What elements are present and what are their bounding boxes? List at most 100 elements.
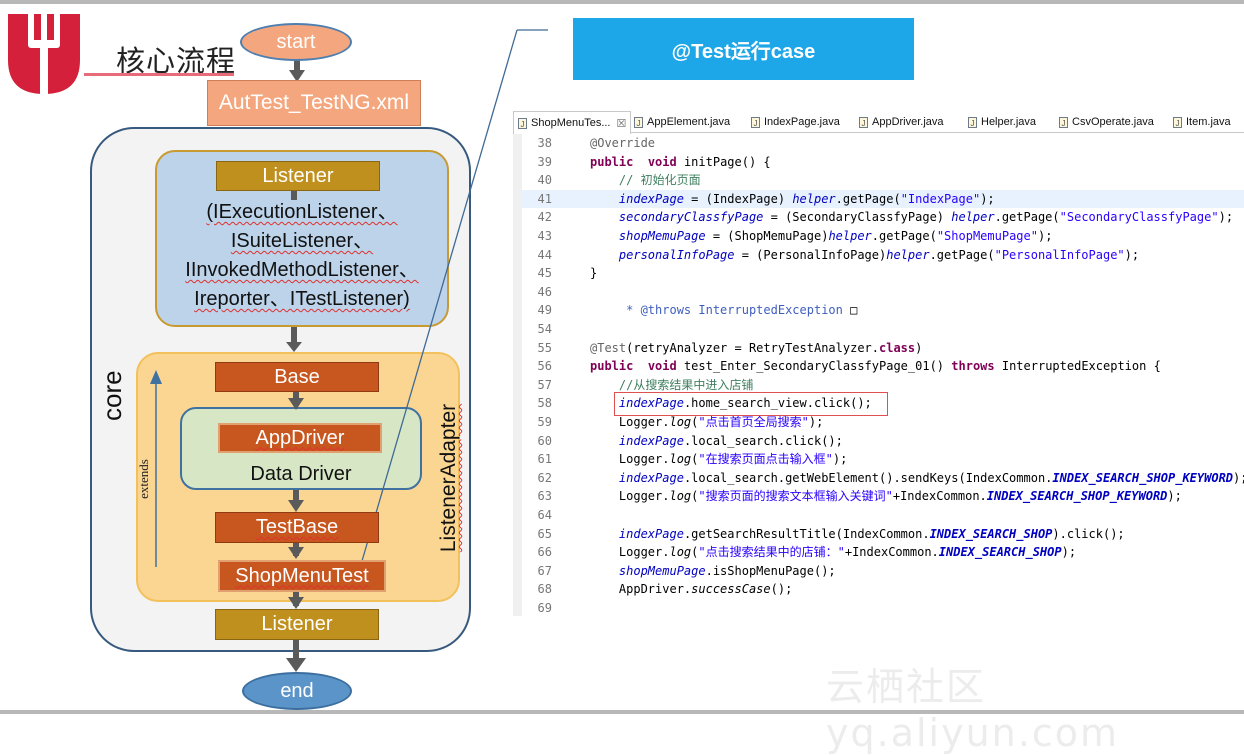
code-line[interactable]: 66 Logger.log("点击搜索结果中的店铺："+IndexCommon.…: [522, 543, 1077, 562]
code-token: [590, 527, 619, 541]
code-token: [590, 229, 619, 243]
listener-line-3: IInvokedMethodListener、: [185, 259, 419, 281]
line-number: 56: [537, 359, 552, 374]
code-token: "在搜索页面点击输入框": [698, 452, 833, 467]
code-token: throws: [951, 359, 995, 374]
code-line[interactable]: 44 personalInfoPage = (PersonalInfoPage)…: [522, 246, 1140, 265]
code-line[interactable]: 63 Logger.log("搜索页面的搜索文本框输入关键词"+IndexCom…: [522, 487, 1182, 506]
code-line[interactable]: 54: [522, 320, 590, 339]
code-line[interactable]: 43 shopMemuPage = (ShopMemuPage)helper.g…: [522, 227, 1053, 246]
code-token: [590, 564, 619, 578]
line-number: 40: [537, 173, 552, 188]
line-number: 67: [537, 563, 552, 578]
code-token: (retryAnalyzer = RetryTestAnalyzer.: [626, 340, 879, 355]
code-line[interactable]: 67 shopMemuPage.isShopMenuPage();: [522, 562, 836, 581]
code-line[interactable]: 64: [522, 506, 590, 525]
code-token: "PersonalInfoPage": [994, 247, 1125, 262]
line-number: 63: [537, 489, 552, 504]
code-token: initPage() {: [676, 154, 771, 169]
code-token: );: [1061, 545, 1077, 560]
code-line[interactable]: 55@Test(retryAnalyzer = RetryTestAnalyze…: [522, 339, 923, 358]
line-number: 64: [537, 508, 552, 522]
code-line[interactable]: 41 indexPage = (IndexPage) helper.getPag…: [522, 189, 1244, 209]
tab-close-icon[interactable]: ☒: [616, 117, 627, 130]
code-token: );: [1037, 229, 1053, 243]
code-token: [590, 303, 626, 317]
java-file-icon: J: [968, 116, 977, 128]
code-token: INDEX_SEARCH_SHOP_KEYWORD: [1052, 470, 1234, 485]
code-token: INDEX_SEARCH_SHOP: [938, 545, 1062, 560]
code-token: helper: [951, 210, 995, 225]
code-token: Logger.: [590, 545, 670, 560]
code-line[interactable]: 59 Logger.log("点击首页全局搜索");: [522, 413, 824, 432]
extends-label: extends: [136, 459, 151, 499]
code-line[interactable]: 38@Override: [522, 134, 655, 153]
code-token: "SecondaryClassfyPage": [1059, 210, 1219, 225]
line-number: 42: [537, 210, 552, 225]
code-token: "点击搜索结果中的店铺：": [698, 545, 845, 560]
code-token: +IndexCommon.: [892, 489, 987, 504]
code-token: );: [808, 415, 824, 429]
code-token: void: [647, 154, 677, 169]
line-number: 59: [537, 415, 552, 429]
code-line[interactable]: 69: [522, 599, 590, 618]
line-number: 45: [537, 266, 552, 281]
code-line[interactable]: 40 // 初始化页面: [522, 171, 701, 190]
code-token: );: [1218, 210, 1234, 225]
listener-line-4: Ireporter、ITestListener): [194, 288, 410, 310]
code-line[interactable]: 45}: [522, 264, 598, 283]
line-number: 58: [537, 396, 552, 411]
line-number: 65: [537, 526, 552, 541]
code-line[interactable]: 61 Logger.log("在搜索页面点击输入框");: [522, 450, 848, 469]
code-token: public: [590, 154, 634, 169]
data-driver-label: Data Driver: [250, 463, 352, 485]
code-token: log: [669, 415, 692, 429]
code-line[interactable]: 62 indexPage.local_search.getWebElement(…: [522, 469, 1244, 488]
line-number: 62: [537, 470, 552, 485]
code-line[interactable]: 58 indexPage.home_search_view.click();: [522, 394, 872, 413]
code-token: indexPage: [618, 396, 684, 411]
code-line[interactable]: 65 indexPage.getSearchResultTitle(IndexC…: [522, 525, 1125, 544]
code-line[interactable]: 68 AppDriver.successCase();: [522, 580, 793, 599]
code-token: [590, 434, 619, 448]
code-token: [590, 210, 619, 224]
code-token: .getPage(: [994, 210, 1060, 225]
shopmenutest-node: ShopMenuTest: [218, 560, 386, 592]
code-token: indexPage: [618, 526, 684, 541]
code-line[interactable]: 39 public void initPage() {: [522, 153, 771, 172]
code-line[interactable]: 42 secondaryClassfyPage = (SecondaryClas…: [522, 208, 1234, 227]
line-number: 46: [537, 284, 552, 299]
line-number: 68: [537, 582, 552, 597]
code-token: (: [691, 545, 699, 560]
code-token: (: [691, 452, 699, 467]
code-line[interactable]: 60 indexPage.local_search.click();: [522, 432, 843, 451]
code-token: );: [1124, 247, 1140, 262]
code-token: "点击首页全局搜索": [698, 415, 809, 429]
code-line[interactable]: 57 //从搜索结果中进入店铺: [522, 376, 754, 395]
code-line[interactable]: 46: [522, 283, 590, 302]
code-token: Logger.: [590, 415, 670, 429]
code-token: "IndexPage": [900, 191, 981, 206]
listener-bottom-node: Listener: [215, 609, 379, 640]
line-number: 44: [537, 247, 552, 262]
end-node: end: [242, 672, 352, 710]
code-token: secondaryClassfyPage: [618, 210, 764, 225]
line-number: 39: [537, 154, 552, 169]
code-token: INDEX_SEARCH_SHOP: [929, 526, 1053, 541]
code-token: [590, 173, 619, 187]
listener-interfaces: (IExecutionListener、 ISuiteListener、 IIn…: [155, 198, 449, 314]
code-token: .local_search.click();: [683, 433, 843, 448]
code-token: test_Enter_SecondaryClassfyPage_01(): [676, 359, 952, 374]
code-line[interactable]: 49 * @throws InterruptedException □: [522, 301, 858, 320]
code-token: AppDriver.: [590, 582, 692, 597]
code-token: [590, 378, 619, 392]
